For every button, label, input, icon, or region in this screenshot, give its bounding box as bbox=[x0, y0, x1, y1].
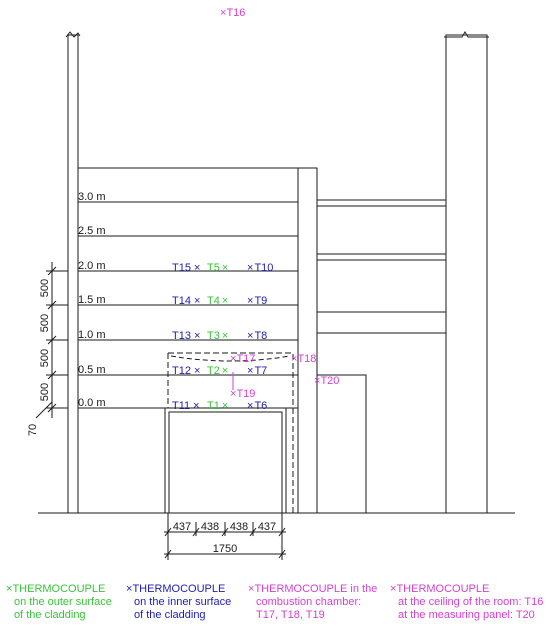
level-label: 2.0 m bbox=[78, 260, 106, 272]
legend-marker: × bbox=[126, 583, 133, 595]
left-column-break bbox=[65, 31, 81, 38]
offset-label: 70 bbox=[27, 424, 39, 436]
tc-outer: T4× bbox=[207, 295, 228, 307]
legend-line: of the cladding bbox=[14, 609, 86, 621]
legend-title: THERMOCOUPLE in the bbox=[254, 583, 378, 595]
dimension-segment: 438 bbox=[230, 521, 248, 533]
legend-line: combustion chamber: bbox=[256, 596, 362, 608]
vertical-spacing-labels: 500 500 500 500 70 bbox=[27, 279, 51, 436]
legend-line: of the cladding bbox=[134, 609, 206, 621]
burner-opening bbox=[164, 407, 287, 514]
tc-inner-left: T14× bbox=[172, 295, 200, 307]
tc-inner-right: ×T7 bbox=[247, 365, 267, 377]
right-column bbox=[445, 34, 488, 514]
measuring-panel bbox=[316, 374, 367, 514]
tc-inner-left: T12× bbox=[172, 365, 200, 377]
combustion-chamber bbox=[167, 352, 294, 513]
level-label: 1.0 m bbox=[78, 329, 106, 341]
tc-outer: T1× bbox=[207, 400, 228, 412]
level-label: 1.5 m bbox=[78, 294, 106, 306]
legend-marker: × bbox=[6, 583, 13, 595]
legend-line: at the ceiling of the room: T16 bbox=[398, 596, 544, 608]
legend-title: THERMOCOUPLE bbox=[12, 583, 106, 595]
legend-marker: × bbox=[248, 583, 255, 595]
legend-line: T17, T18, T19 bbox=[256, 609, 325, 621]
tc-inner-right: ×T6 bbox=[247, 400, 267, 412]
tc-t18: ×T18 bbox=[291, 353, 316, 365]
spacing-label: 500 bbox=[39, 349, 51, 367]
tc-inner-left: T15× bbox=[172, 262, 200, 274]
dimension-segment: 438 bbox=[201, 521, 219, 533]
tc-outer: T2× bbox=[207, 365, 228, 377]
level-label: 0.0 m bbox=[78, 397, 106, 409]
tc-outer: T3× bbox=[207, 330, 228, 342]
legend-line: on the inner surface bbox=[134, 596, 232, 608]
left-column bbox=[67, 34, 79, 514]
legend-inner: ×THERMOCOUPLE on the inner surface of th… bbox=[126, 583, 231, 622]
level-label: 3.0 m bbox=[78, 191, 106, 203]
horizontal-dimension bbox=[164, 513, 286, 560]
tc-t20: ×T20 bbox=[314, 375, 339, 387]
thermocouples-inner-left: T15× T14× T13× T12× T11× bbox=[172, 262, 200, 412]
level-label: 0.5 m bbox=[78, 364, 106, 376]
legend-marker: × bbox=[390, 583, 397, 595]
tc-inner-left: T11× bbox=[172, 400, 200, 412]
legend-chamber: ×THERMOCOUPLE in the combustion chamber:… bbox=[248, 583, 377, 622]
legend-title: THERMOCOUPLE bbox=[396, 583, 490, 595]
tc-t17: ×T17 bbox=[230, 353, 255, 365]
tc-outer: T5× bbox=[207, 262, 228, 274]
thermocouples-outer: T5× T4× T3× T2× T1× bbox=[207, 262, 228, 412]
thermocouples-inner-right: ×T10 ×T9 ×T8 ×T7 ×T6 bbox=[247, 262, 273, 412]
rig-wall bbox=[297, 167, 318, 514]
spacing-label: 500 bbox=[39, 279, 51, 297]
legend-title: THERMOCOUPLE bbox=[132, 583, 226, 595]
tc-inner-right: ×T8 bbox=[247, 330, 267, 342]
horizontal-dimension-labels: 437 438 438 437 1750 bbox=[173, 521, 276, 555]
tc-t16: ×T16 bbox=[220, 7, 245, 19]
right-structure bbox=[317, 199, 446, 334]
spacing-label: 500 bbox=[39, 383, 51, 401]
tc-inner-left: T13× bbox=[172, 330, 200, 342]
tc-inner-right: ×T10 bbox=[247, 262, 273, 274]
legend-outer: ×THERMOCOUPLE on the outer surface of th… bbox=[6, 583, 112, 622]
vertical-dimension-chain bbox=[35, 262, 68, 419]
spacing-label: 500 bbox=[39, 314, 51, 332]
dimension-segment: 437 bbox=[258, 521, 276, 533]
dimension-total: 1750 bbox=[213, 543, 237, 555]
thermocouples-chamber: ×T16 ×T17 ×T18 ×T19 ×T20 bbox=[220, 7, 339, 400]
legend-line: on the outer surface bbox=[14, 596, 112, 608]
right-column-break bbox=[444, 31, 489, 38]
level-label: 2.5 m bbox=[78, 225, 106, 237]
dimension-segment: 437 bbox=[173, 521, 191, 533]
level-labels: 3.0 m 2.5 m 2.0 m 1.5 m 1.0 m 0.5 m 0.0 … bbox=[78, 191, 106, 409]
legend-line: at the measuring panel: T20 bbox=[398, 609, 535, 621]
tc-t19: ×T19 bbox=[230, 388, 255, 400]
tc-inner-right: ×T9 bbox=[247, 295, 267, 307]
legend-room: ×THERMOCOUPLE at the ceiling of the room… bbox=[390, 583, 543, 622]
